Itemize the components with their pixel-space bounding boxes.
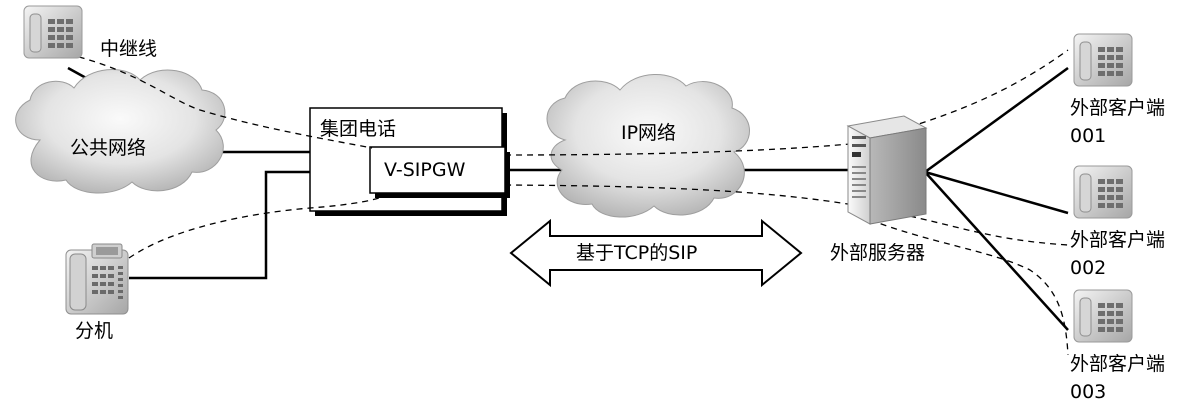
dash-client1 bbox=[504, 49, 1069, 156]
public-network-label: 公共网络 bbox=[70, 137, 147, 159]
external-server-icon bbox=[846, 115, 928, 225]
client-001-number: 001 bbox=[1070, 125, 1107, 147]
v-sipgw-label: V-SIPGW bbox=[384, 159, 466, 181]
client-003-name: 外部客户端 bbox=[1070, 353, 1166, 375]
external-server-label: 外部服务器 bbox=[830, 242, 926, 264]
v-sipgw-box bbox=[369, 146, 510, 198]
server-to-client2-line bbox=[924, 170, 1069, 215]
extension-desk-phone-icon bbox=[65, 243, 129, 315]
client-003-number: 003 bbox=[1070, 381, 1107, 403]
extension-label: 分机 bbox=[75, 320, 114, 342]
ip-network-label: IP网络 bbox=[621, 122, 677, 144]
client-001-name: 外部客户端 bbox=[1070, 97, 1166, 119]
trunk-label: 中继线 bbox=[100, 38, 158, 60]
client-002-number: 002 bbox=[1070, 257, 1107, 279]
server-to-client3-line bbox=[924, 171, 1069, 331]
client-002-name: 外部客户端 bbox=[1070, 229, 1166, 251]
client-002-phone-icon bbox=[1073, 165, 1133, 219]
dash-client3 bbox=[859, 215, 1069, 356]
server-to-client1-line bbox=[924, 66, 1069, 174]
solid-connections bbox=[67, 66, 1069, 331]
group-phone-label: 集团电话 bbox=[320, 118, 397, 140]
client-003-phone-icon bbox=[1073, 289, 1133, 343]
trunk-phone-icon bbox=[23, 5, 83, 59]
dash-trunk bbox=[67, 53, 373, 149]
sip-tcp-arrow bbox=[509, 218, 803, 288]
client-001-phone-icon bbox=[1073, 33, 1133, 87]
extension-line bbox=[129, 170, 310, 280]
public-network-cloud bbox=[15, 69, 226, 194]
sip-tcp-label: 基于TCP的SIP bbox=[576, 242, 698, 264]
ip-network-cloud bbox=[546, 74, 750, 218]
